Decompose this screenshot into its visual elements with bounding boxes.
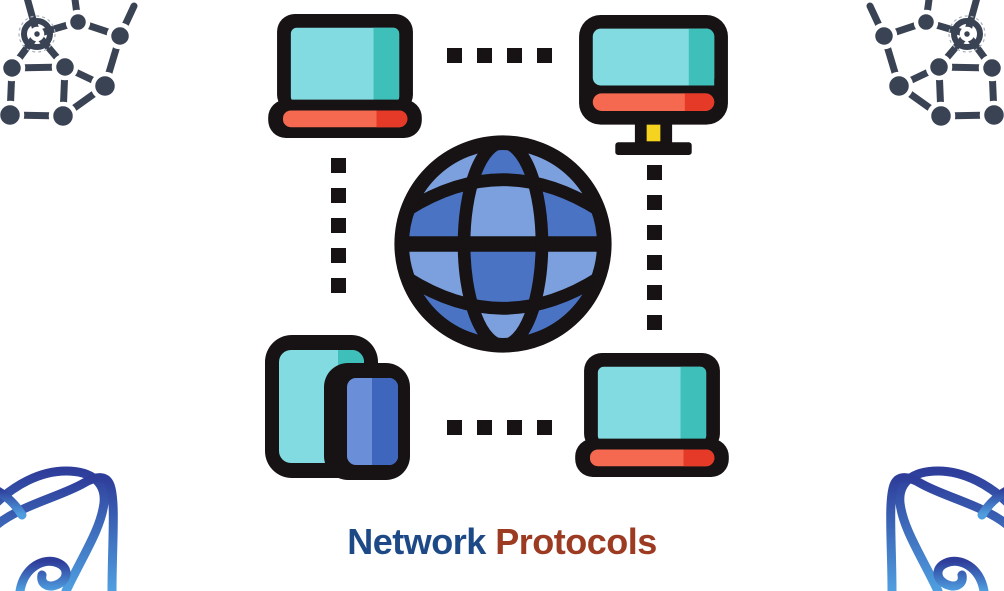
abstract-curves-decoration: [0, 461, 140, 591]
title-word-network: Network: [347, 521, 486, 562]
dot-square: [647, 315, 662, 330]
abstract-curves-decoration-mirrored: [864, 461, 1004, 591]
dotted-connector-top: [447, 48, 552, 63]
dot-square: [331, 188, 346, 203]
globe-icon: [391, 132, 615, 356]
dotted-connector-left: [331, 158, 346, 293]
tablet-phone-icon: [262, 333, 412, 480]
network-graph-icon: [0, 0, 140, 132]
dot-square: [647, 165, 662, 180]
laptop-icon: [266, 12, 424, 140]
dot-square: [331, 248, 346, 263]
page-title: Network Protocols: [0, 522, 1004, 562]
dot-square: [647, 255, 662, 270]
title-word-protocols: Protocols: [495, 521, 657, 562]
dot-square: [331, 158, 346, 173]
desktop-monitor-icon: [575, 13, 732, 156]
dotted-connector-right: [647, 165, 662, 330]
dot-square: [447, 48, 462, 63]
dot-square: [647, 195, 662, 210]
dot-square: [537, 48, 552, 63]
network-graph-icon-mirrored: [864, 0, 1004, 132]
dotted-connector-bottom: [447, 420, 552, 435]
dot-square: [477, 420, 492, 435]
dot-square: [647, 225, 662, 240]
dot-square: [477, 48, 492, 63]
laptop-icon: [573, 351, 731, 479]
dot-square: [331, 278, 346, 293]
dot-square: [507, 48, 522, 63]
dot-square: [331, 218, 346, 233]
dot-square: [507, 420, 522, 435]
dot-square: [647, 285, 662, 300]
dot-square: [447, 420, 462, 435]
dot-square: [537, 420, 552, 435]
